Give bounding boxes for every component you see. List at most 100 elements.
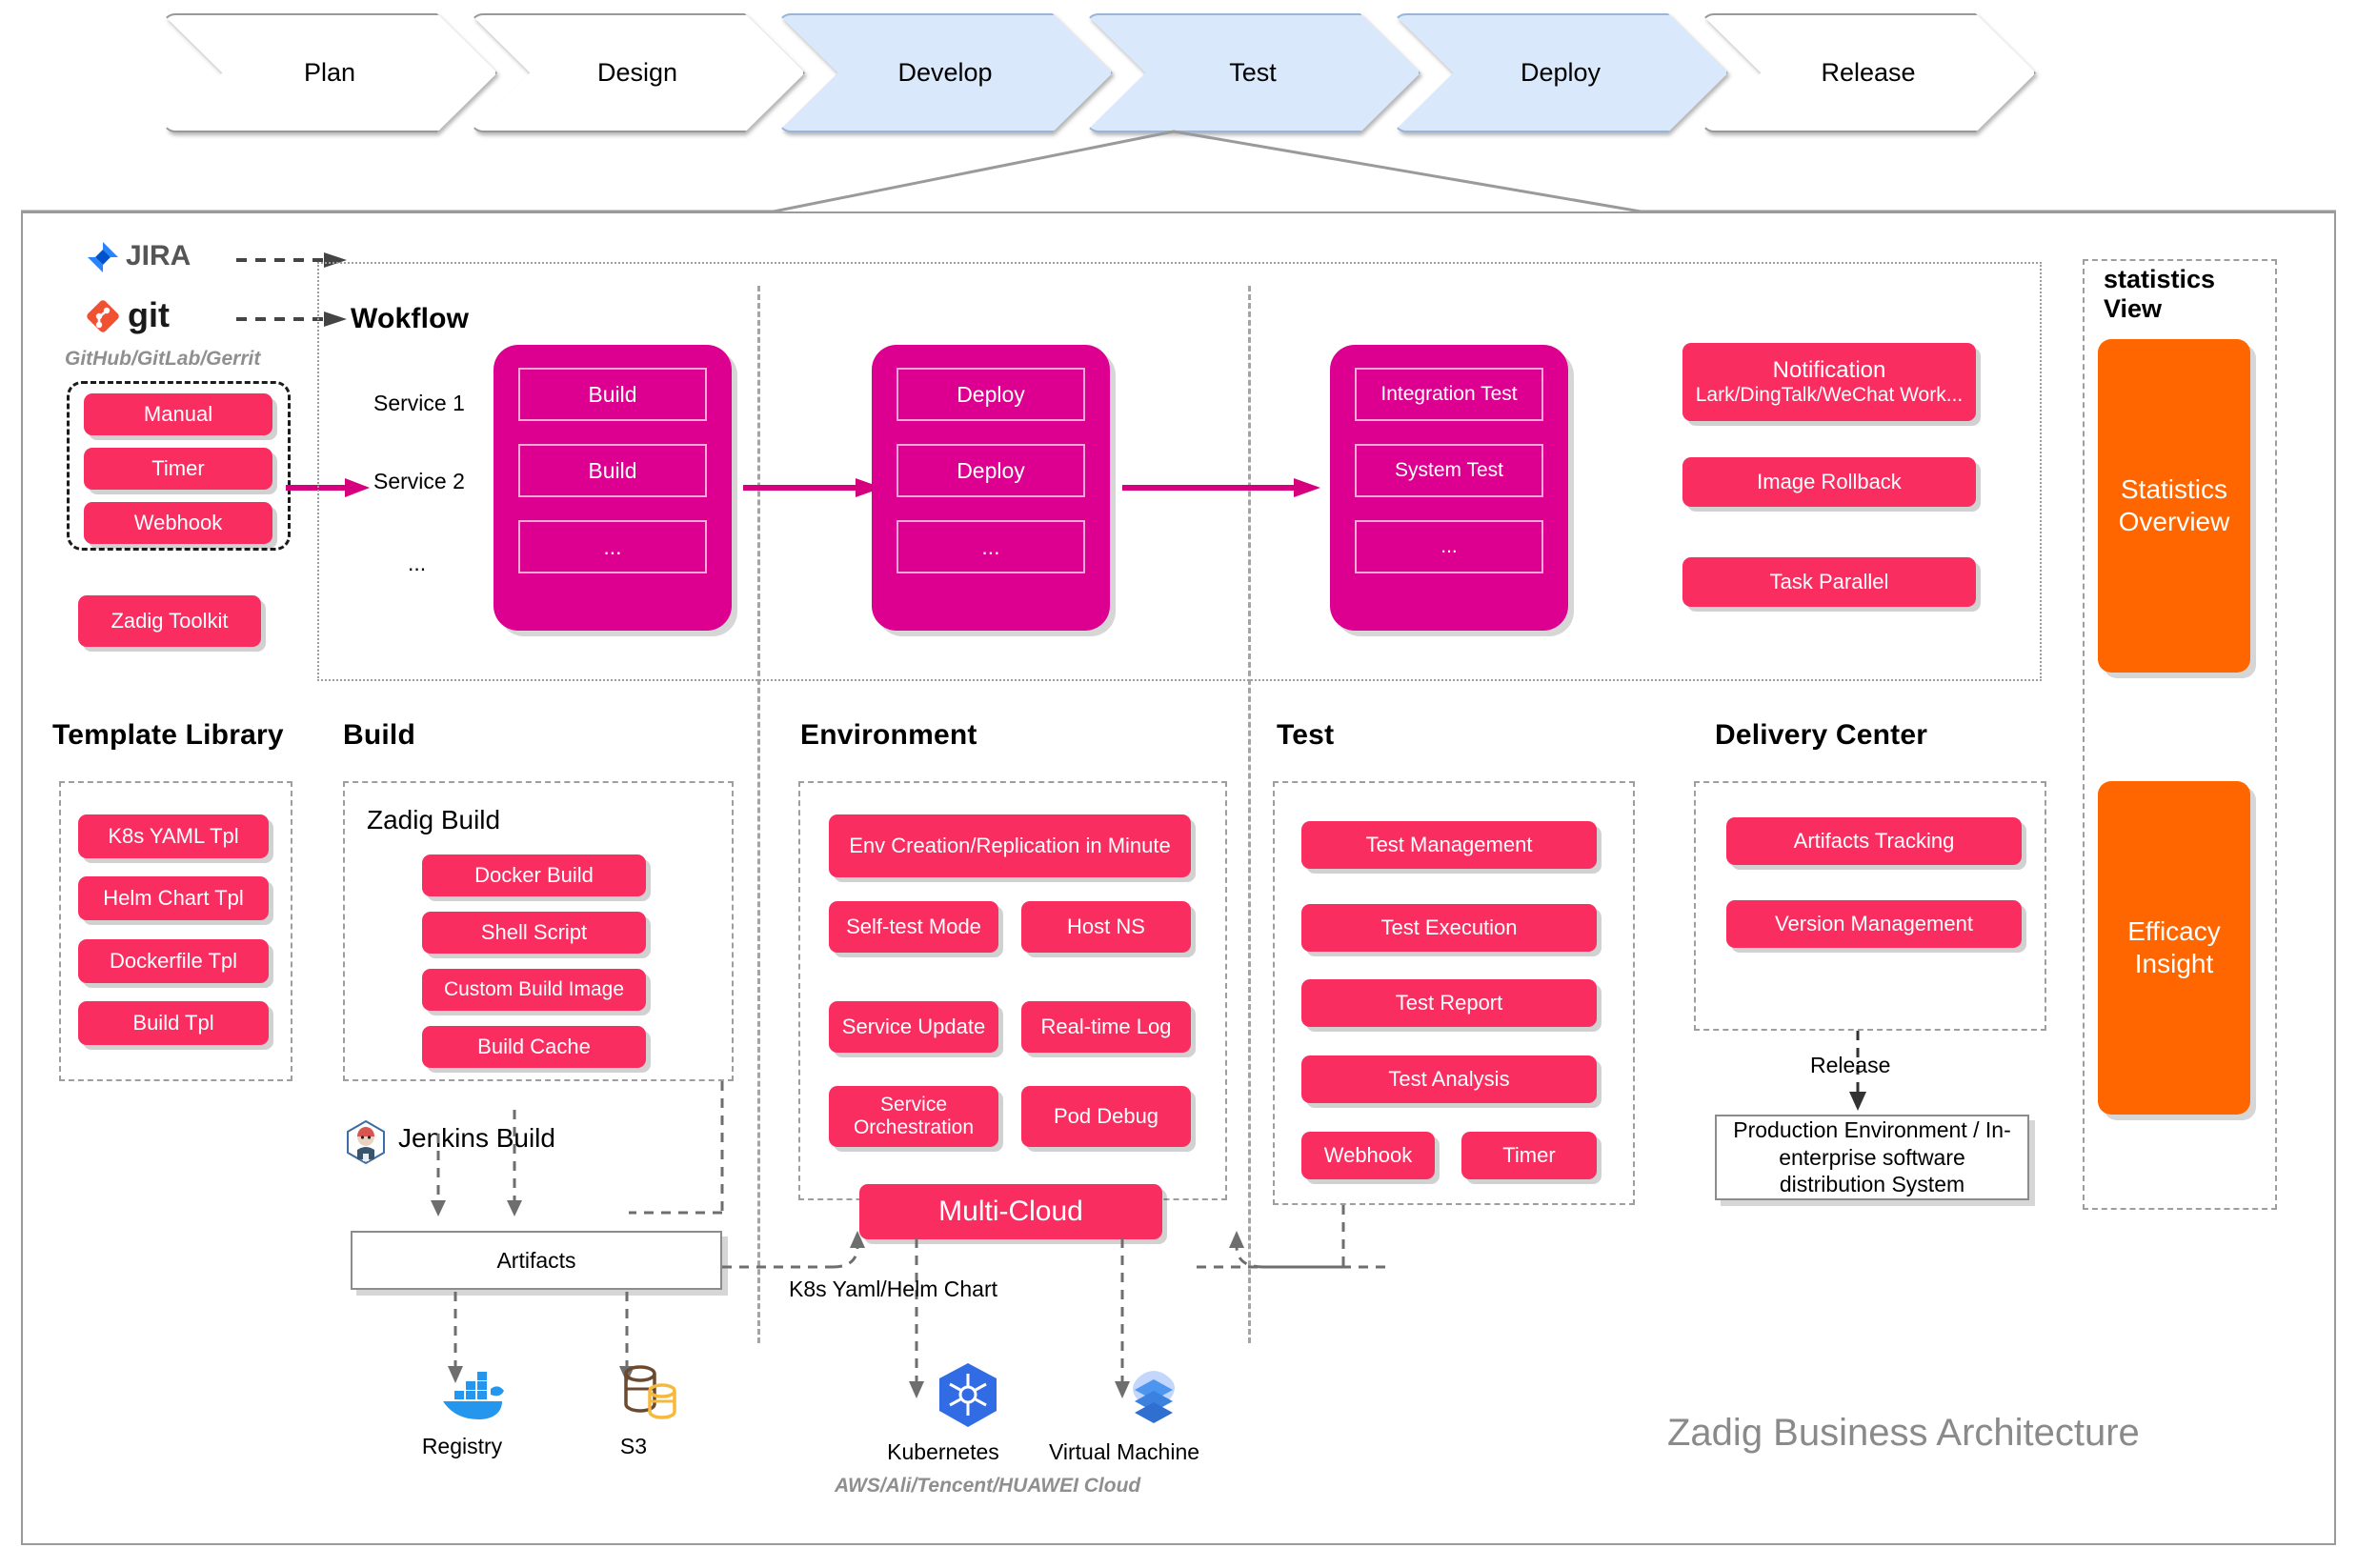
- workflow-test-card[interactable]: Integration Test System Test ...: [1330, 345, 1568, 631]
- build-stage-3[interactable]: ...: [518, 520, 707, 573]
- statistics-region: [2083, 259, 2277, 1210]
- test-timer[interactable]: Timer: [1461, 1132, 1597, 1179]
- workflow-notification-card[interactable]: Notification Lark/DingTalk/WeChat Work..…: [1682, 343, 1976, 421]
- build-region: [343, 781, 734, 1081]
- stage-label: Plan: [303, 58, 356, 87]
- environment-bottom-connectors: [722, 1231, 1385, 1398]
- pipeline-stage-deploy[interactable]: Deploy: [1393, 13, 1728, 132]
- jenkins-label: Jenkins Build: [398, 1123, 555, 1153]
- jira-label: JIRA: [126, 240, 191, 271]
- delivery-center-region: [1694, 781, 2046, 1031]
- trigger-group: [67, 381, 291, 551]
- build-shell-script[interactable]: Shell Script: [422, 912, 646, 954]
- git-row: git: [84, 295, 360, 339]
- build-docker[interactable]: Docker Build: [422, 854, 646, 896]
- test-webhook[interactable]: Webhook: [1301, 1132, 1435, 1179]
- deploy-to-test-arrow: [1122, 478, 1320, 497]
- template-helm-chart[interactable]: Helm Chart Tpl: [78, 876, 269, 920]
- pipeline-stage-develop[interactable]: Develop: [777, 13, 1113, 132]
- zadig-toolkit-button[interactable]: Zadig Toolkit: [78, 595, 261, 647]
- production-environment-box[interactable]: Production Environment / In-enterprise s…: [1715, 1115, 2029, 1200]
- test-stage-3[interactable]: ...: [1355, 520, 1543, 573]
- stage-label: Deploy: [1520, 58, 1602, 87]
- pipeline-stage-plan[interactable]: Plan: [162, 13, 497, 132]
- test-to-multicloud-connector: [1191, 1205, 1345, 1269]
- build-to-deploy-arrow: [743, 478, 882, 497]
- docker-icon: [443, 1372, 504, 1419]
- scm-caption: GitHub/GitLab/Gerrit: [65, 348, 261, 370]
- virtual-machine-node: Virtual Machine: [1029, 1360, 1219, 1475]
- test-analysis[interactable]: Test Analysis: [1301, 1055, 1597, 1103]
- artifacts-box[interactable]: Artifacts: [351, 1231, 722, 1290]
- env-creation-replication[interactable]: Env Creation/Replication in Minute: [829, 814, 1191, 877]
- column-divider-1: [757, 286, 760, 1343]
- template-dockerfile[interactable]: Dockerfile Tpl: [78, 939, 269, 983]
- env-host-ns[interactable]: Host NS: [1021, 901, 1191, 953]
- virtual-machine-icon: [1133, 1371, 1175, 1423]
- registry-node: Registry: [400, 1362, 524, 1477]
- trigger-timer[interactable]: Timer: [84, 448, 272, 490]
- heading-template-library: Template Library: [52, 719, 284, 751]
- workflow-image-rollback[interactable]: Image Rollback: [1682, 457, 1976, 507]
- statistics-heading-line1: statistics: [2104, 265, 2216, 293]
- architecture-frame: [21, 211, 2336, 1545]
- jira-row: JIRA: [84, 238, 360, 280]
- template-library-region: [59, 781, 292, 1081]
- build-custom-image[interactable]: Custom Build Image: [422, 969, 646, 1011]
- build-stage-2[interactable]: Build: [518, 444, 707, 497]
- deploy-stage-3[interactable]: ...: [896, 520, 1085, 573]
- k8s-yaml-helm-chart-label: K8s Yaml/Helm Chart: [789, 1277, 997, 1301]
- trigger-to-workflow-arrow: [286, 478, 370, 497]
- workflow-build-card[interactable]: Build Build ...: [494, 345, 732, 631]
- env-service-orchestration[interactable]: Service Orchestration: [829, 1086, 998, 1147]
- env-service-update[interactable]: Service Update: [829, 1001, 998, 1053]
- git-label: git: [128, 295, 170, 334]
- stage-label: Develop: [897, 58, 993, 87]
- statistics-heading-line2: View: [2104, 294, 2163, 323]
- virtual-machine-label: Virtual Machine: [1048, 1439, 1200, 1464]
- deploy-stage-1[interactable]: Deploy: [896, 368, 1085, 421]
- test-execution[interactable]: Test Execution: [1301, 904, 1597, 952]
- trigger-manual[interactable]: Manual: [84, 393, 272, 435]
- version-management[interactable]: Version Management: [1726, 900, 2022, 948]
- jira-icon: [88, 242, 118, 272]
- efficacy-insight-card[interactable]: Efficacy Insight: [2098, 781, 2250, 1115]
- pipeline-stage-release[interactable]: Release: [1701, 13, 2036, 132]
- template-build[interactable]: Build Tpl: [78, 1001, 269, 1045]
- jenkins-icon: [347, 1119, 385, 1165]
- notification-sub: Lark/DingTalk/WeChat Work...: [1695, 383, 1964, 406]
- build-stage-1[interactable]: Build: [518, 368, 707, 421]
- stage-label: Test: [1229, 58, 1277, 87]
- workflow-row-service1: Service 1: [373, 391, 465, 415]
- statistics-overview-card[interactable]: Statistics Overview: [2098, 339, 2250, 673]
- test-stage-1[interactable]: Integration Test: [1355, 368, 1543, 421]
- env-self-test-mode[interactable]: Self-test Mode: [829, 901, 998, 953]
- env-real-time-log[interactable]: Real-time Log: [1021, 1001, 1191, 1053]
- template-k8s-yaml[interactable]: K8s YAML Tpl: [78, 814, 269, 858]
- heading-delivery-center: Delivery Center: [1715, 719, 1928, 751]
- multi-cloud-card[interactable]: Multi-Cloud: [859, 1184, 1162, 1239]
- trigger-webhook[interactable]: Webhook: [84, 502, 272, 544]
- stage-shape: [1701, 13, 2036, 132]
- env-pod-debug[interactable]: Pod Debug: [1021, 1086, 1191, 1147]
- cloud-caption: AWS/Ali/Tencent/HUAWEI Cloud: [835, 1475, 1141, 1497]
- build-cache[interactable]: Build Cache: [422, 1026, 646, 1068]
- workflow-task-parallel[interactable]: Task Parallel: [1682, 557, 1976, 607]
- pipeline-stage-design[interactable]: Design: [470, 13, 805, 132]
- workflow-deploy-card[interactable]: Deploy Deploy ...: [872, 345, 1110, 631]
- git-icon: [87, 300, 119, 332]
- test-stage-2[interactable]: System Test: [1355, 444, 1543, 497]
- release-arrow: [1849, 1031, 1866, 1111]
- test-management[interactable]: Test Management: [1301, 821, 1597, 869]
- heading-environment: Environment: [800, 719, 977, 751]
- heading-build: Build: [343, 719, 415, 751]
- page-title: Zadig Business Architecture: [1667, 1412, 2140, 1454]
- artifacts-tracking[interactable]: Artifacts Tracking: [1726, 817, 2022, 865]
- statistics-heading: statistics View: [2104, 265, 2275, 324]
- zadig-build-label: Zadig Build: [367, 805, 501, 834]
- pipeline-stage-test[interactable]: Test: [1085, 13, 1420, 132]
- s3-icon: [624, 1365, 676, 1419]
- deploy-stage-2[interactable]: Deploy: [896, 444, 1085, 497]
- test-report[interactable]: Test Report: [1301, 979, 1597, 1027]
- s3-node: S3: [572, 1362, 695, 1477]
